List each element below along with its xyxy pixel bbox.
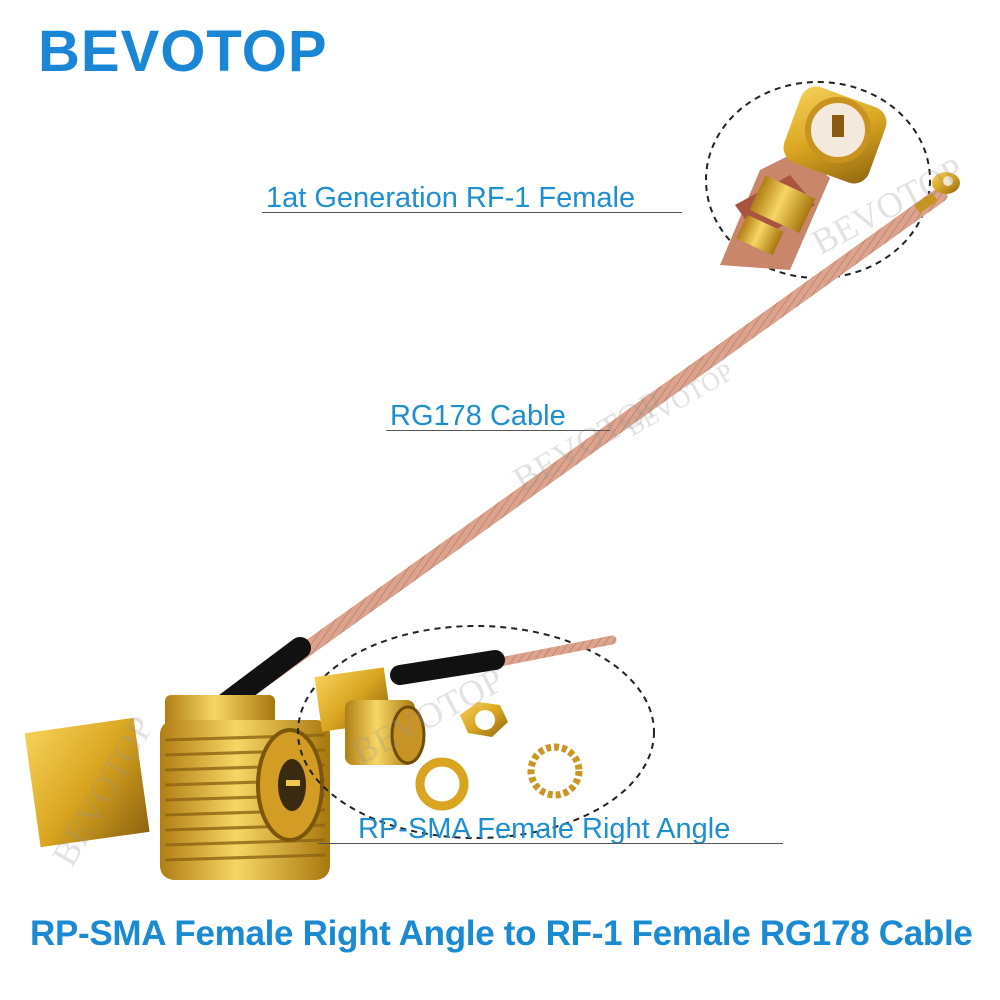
label-rp-sma-female: RP-SMA Female Right Angle — [358, 813, 731, 845]
sma-closeup — [314, 635, 617, 811]
rg178-cable — [208, 187, 948, 722]
rp-sma-connector — [24, 695, 330, 880]
label-rf1-female: 1at Generation RF-1 Female — [266, 182, 636, 214]
label-underline — [386, 430, 610, 431]
brand-logo: BEVOTOP — [38, 19, 328, 84]
product-caption: RP-SMA Female Right Angle to RF-1 Female… — [30, 914, 973, 953]
label-underline — [318, 843, 783, 844]
sma-closeup-ellipse — [297, 625, 655, 839]
rf1-connector — [914, 172, 960, 214]
rf1-closeup-ellipse — [705, 81, 931, 279]
rf1-closeup — [720, 86, 887, 270]
label-rg178-cable: RG178 Cable — [390, 400, 566, 432]
label-underline — [262, 212, 682, 213]
